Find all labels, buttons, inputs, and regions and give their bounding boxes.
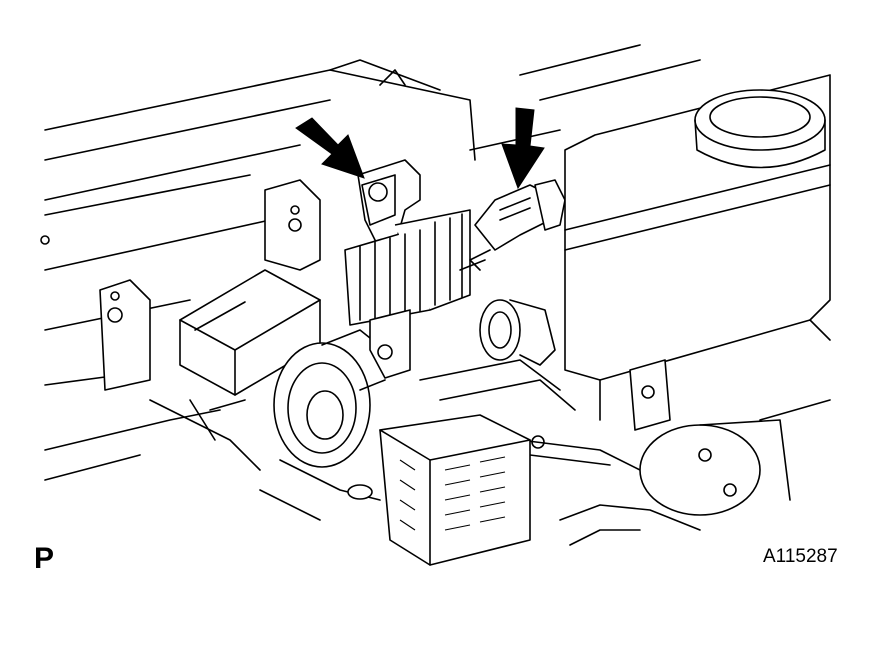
figure-id-label: A115287 [763,546,838,567]
hose-grommet [419,299,641,471]
pump-assembly [629,359,831,516]
view-code-label: P [34,542,55,575]
arrow-bolt-icon [295,117,365,179]
lower-wiring [44,399,701,546]
horn [273,329,386,468]
relay-block [179,269,321,441]
left-mount-bracket [40,179,321,391]
fuse-box [379,414,531,566]
reservoir-tank [564,74,831,421]
arrow-connector-icon [501,107,545,190]
regulator-assembly [344,159,471,379]
wire-connector [459,179,566,271]
